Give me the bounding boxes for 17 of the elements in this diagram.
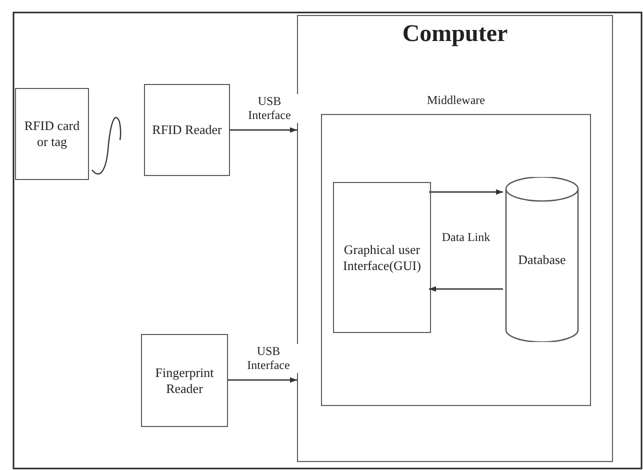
node-label: RFID card or tag — [23, 118, 81, 150]
arrow — [230, 127, 297, 133]
heading: Computer — [401, 20, 509, 49]
node-label: Database — [517, 252, 567, 268]
node-label: Graphical user Interface(GUI) — [342, 242, 422, 274]
arrow — [429, 286, 503, 292]
arrow — [228, 377, 297, 383]
heading: Middleware — [426, 93, 486, 108]
node-label: Fingerprint Reader — [154, 364, 215, 396]
process-box — [144, 84, 230, 176]
process-box — [141, 334, 228, 427]
node-label: RFID Reader — [151, 122, 223, 138]
database-cylinder — [505, 177, 579, 342]
container-box — [297, 15, 613, 462]
device-box — [15, 88, 89, 180]
arrow — [429, 189, 503, 195]
process-box — [333, 182, 431, 333]
